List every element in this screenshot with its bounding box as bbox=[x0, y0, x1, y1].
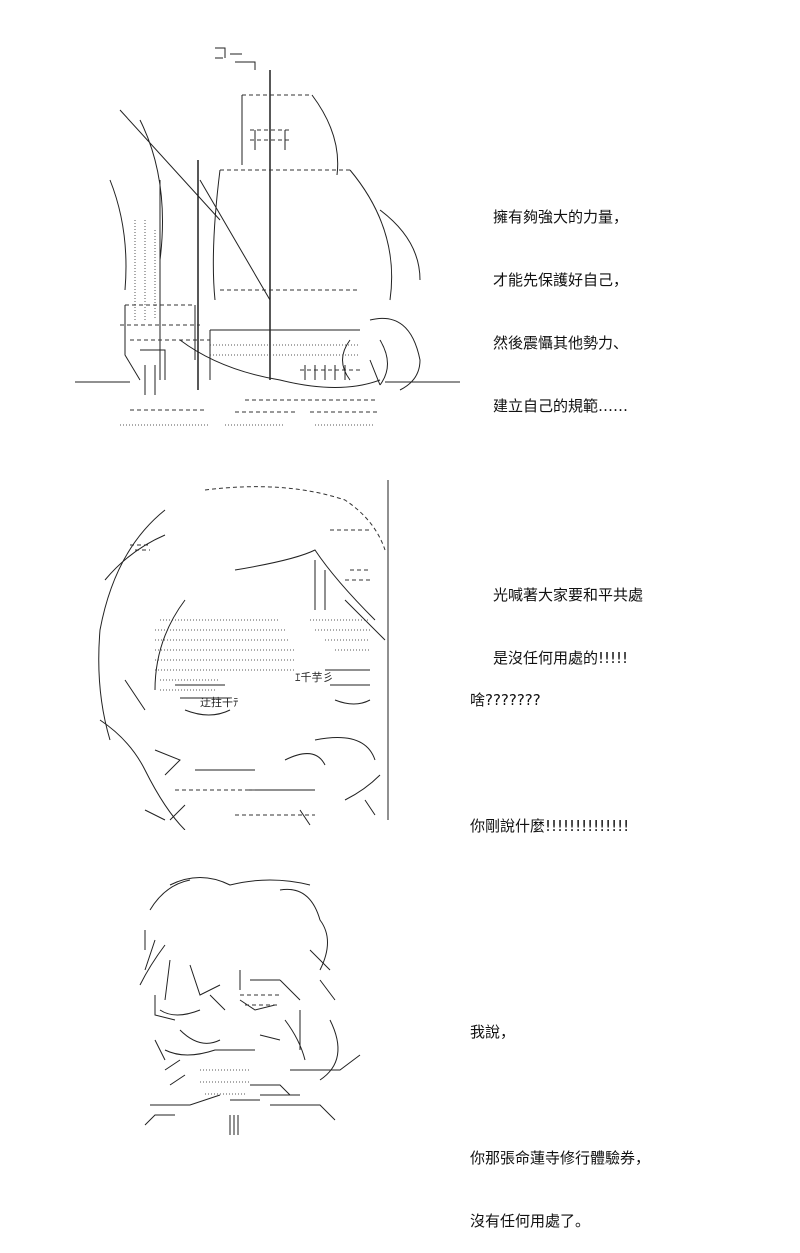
face-left-glyphs: 迂拄干ﾃ bbox=[200, 695, 239, 709]
dialogue-block-3: 我說， 你那張命蓮寺修行體驗券， 沒有任何用處了。 bbox=[470, 980, 650, 1253]
ship-ascii-art bbox=[70, 40, 470, 435]
girl-ascii-art bbox=[130, 870, 370, 1140]
face-ascii-art: 迂拄干ﾃ ｴ千芋彡 bbox=[85, 470, 405, 830]
dialogue-line: 你那張命蓮寺修行體驗券， bbox=[470, 1149, 651, 1167]
dialogue-line: 沒有任何用處了。 bbox=[470, 1212, 591, 1230]
narration-line: 擁有夠強大的力量， bbox=[493, 208, 629, 226]
narration-line: 建立自己的規範…… bbox=[493, 397, 629, 415]
narration-line: 是沒任何用處的!!!!! bbox=[493, 649, 629, 667]
narration-line: 才能先保護好自己， bbox=[493, 271, 629, 289]
narration-line: 然後震懾其他勢力、 bbox=[493, 334, 629, 352]
narration-line: 光喊著大家要和平共處 bbox=[493, 586, 644, 604]
dialogue-block-2: 啥??????? 你剛說什麼!!!!!!!!!!!!!! bbox=[470, 648, 629, 858]
narration-block-1: 擁有夠強大的力量， 才能先保護好自己， 然後震懾其他勢力、 建立自己的規範…… … bbox=[493, 165, 643, 690]
dialogue-line: 我說， bbox=[470, 1023, 516, 1041]
face-right-glyphs: ｴ千芋彡 bbox=[295, 671, 334, 684]
dialogue-line: 啥??????? bbox=[470, 691, 541, 709]
dialogue-line: 你剛說什麼!!!!!!!!!!!!!! bbox=[470, 817, 630, 835]
